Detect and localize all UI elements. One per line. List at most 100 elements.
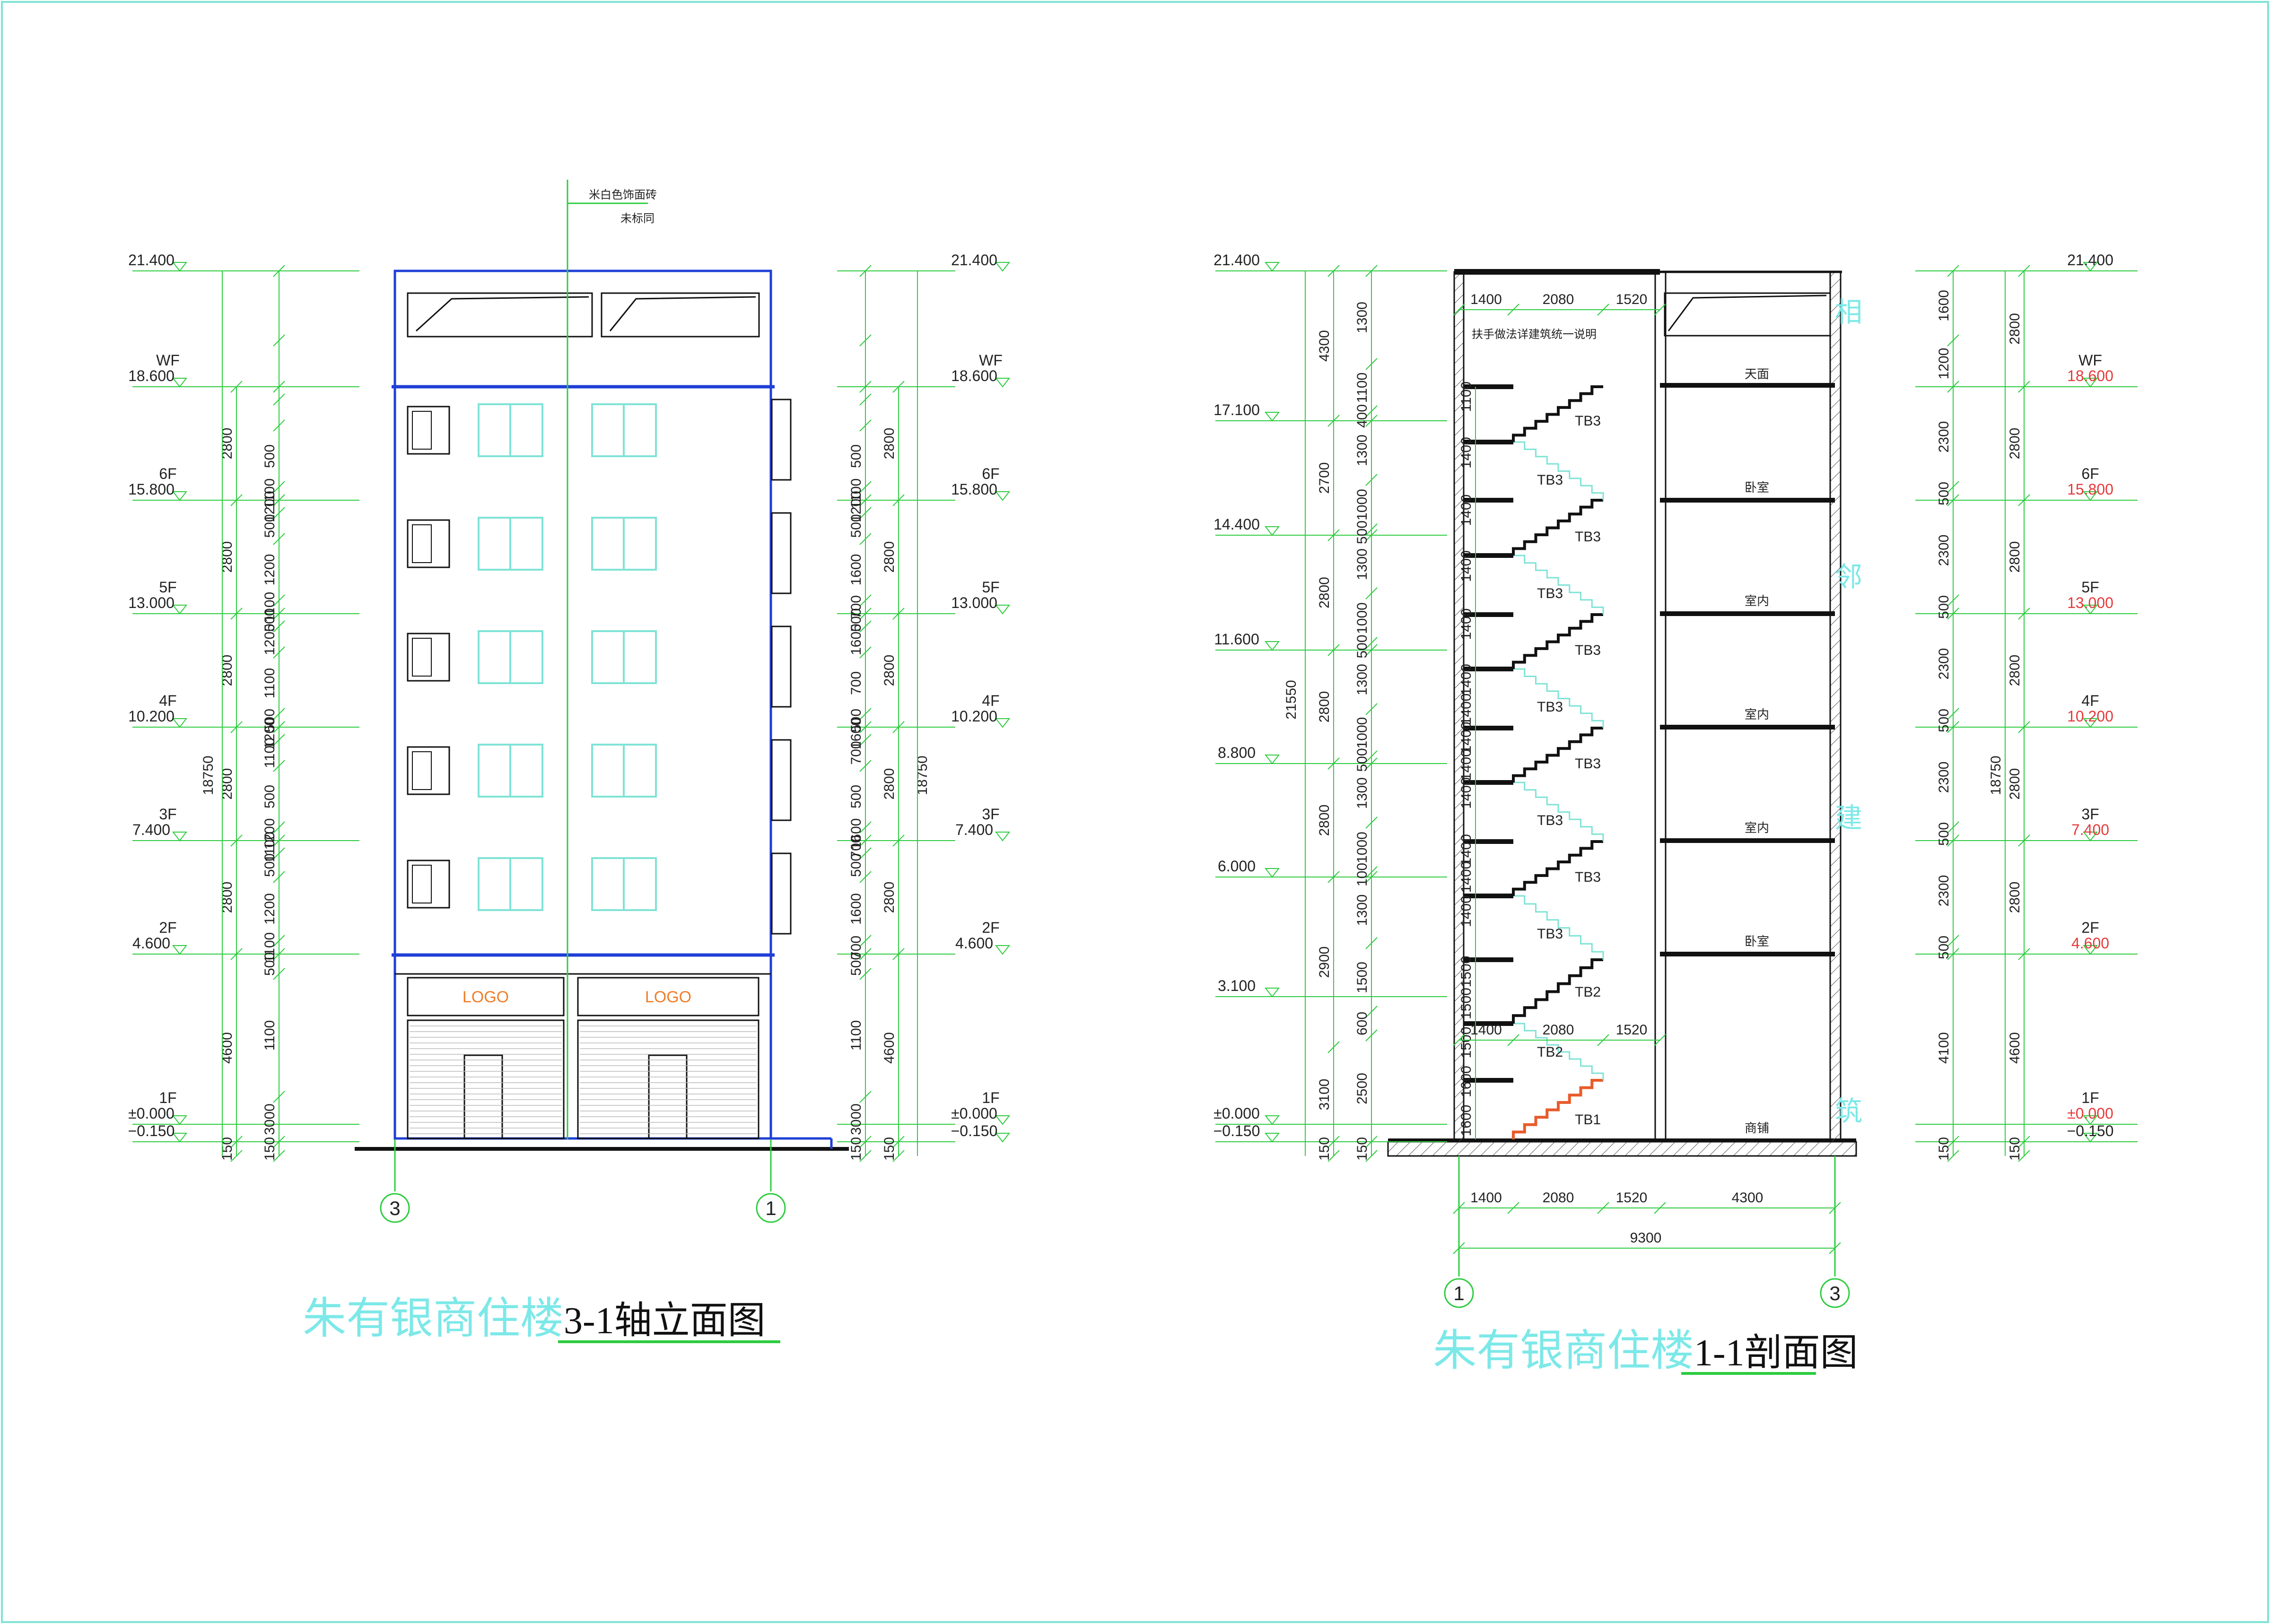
dim-label: 1600 xyxy=(848,718,864,749)
material-note-sub: 未标同 xyxy=(620,212,655,225)
level-name: 6F xyxy=(2081,465,2099,482)
dim-label: 1600 xyxy=(848,624,864,655)
level-name: 1F xyxy=(159,1089,176,1106)
level-name: 1F xyxy=(982,1089,999,1106)
dim-label: 1200 xyxy=(1936,348,1952,380)
dim-label: 1300 xyxy=(1354,434,1370,466)
level-value: 14.400 xyxy=(1214,516,1260,533)
room-label: 天面 xyxy=(1745,367,1769,381)
level-name: 2F xyxy=(982,919,999,936)
dim-label: 1600 xyxy=(1458,1105,1474,1137)
level-name: WF xyxy=(156,352,180,369)
stair-flight xyxy=(1512,499,1603,556)
svg-text:3: 3 xyxy=(1829,1282,1840,1304)
dim-label: 2800 xyxy=(2007,541,2023,573)
dim-label: 150 xyxy=(1936,1137,1952,1161)
level-name: 4F xyxy=(982,692,999,709)
total-dim: 9300 xyxy=(1630,1230,1662,1246)
dim-label: 150 xyxy=(848,1137,864,1161)
dim-label: 2300 xyxy=(1936,762,1952,793)
dim-label: 2800 xyxy=(2007,882,2023,913)
dim-label: 1400 xyxy=(1458,834,1474,866)
dim-label: 100 xyxy=(1354,863,1370,886)
dim-label: 500 xyxy=(848,853,864,877)
dim-label: 500 xyxy=(848,444,864,468)
dim-label: 2300 xyxy=(1936,648,1952,680)
dim-label: 4300 xyxy=(1732,1190,1764,1206)
dim-label: 1200 xyxy=(262,624,278,655)
neighbor-char-1: 相 xyxy=(1835,297,1862,328)
dim-label: 1400 xyxy=(1458,861,1474,893)
dim-label: 150 xyxy=(882,1137,897,1161)
dim-label: 500 xyxy=(848,514,864,538)
dim-label: 1300 xyxy=(1354,548,1370,580)
dim-label: 700 xyxy=(848,936,864,959)
dim-label: 2800 xyxy=(219,768,235,800)
mid-wall xyxy=(1654,271,1667,1143)
dim-label: 1100 xyxy=(262,478,278,509)
level-value: 8.800 xyxy=(1218,744,1256,761)
dim-label: 1520 xyxy=(1616,1190,1648,1206)
level-name: WF xyxy=(979,352,1003,369)
stair-tag: TB2 xyxy=(1537,1044,1563,1060)
total-dim: 21550 xyxy=(1283,680,1299,719)
level-value: −0.150 xyxy=(1214,1122,1260,1139)
level-value: 21.400 xyxy=(1214,252,1260,269)
level-name: 6F xyxy=(982,465,999,482)
dim-label: 500 xyxy=(1354,634,1370,658)
dim-label: 2800 xyxy=(1317,577,1332,608)
dim-label: 500 xyxy=(262,709,278,732)
stair-tag: TB3 xyxy=(1537,926,1563,942)
dim-label: 1200 xyxy=(262,718,278,749)
dim-label: 1100 xyxy=(1354,373,1370,403)
dim-label: 4100 xyxy=(1936,1032,1952,1064)
dim-label: 1100 xyxy=(262,1020,278,1051)
dim-label: 700 xyxy=(848,595,864,619)
stair-window xyxy=(407,406,450,455)
level-value: 18.600 xyxy=(128,367,175,384)
dim-label: 2080 xyxy=(1543,1022,1574,1038)
dim-label: 150 xyxy=(262,1137,278,1161)
dim-label: 2300 xyxy=(1936,875,1952,907)
shopfronts xyxy=(407,977,760,1139)
dim-label: 150 xyxy=(1317,1137,1332,1161)
level-name: 5F xyxy=(982,579,999,596)
dim-label: 1100 xyxy=(262,832,278,862)
level-value: 18.600 xyxy=(951,367,997,384)
dim-label: 1500 xyxy=(1458,1027,1474,1059)
level-name: 5F xyxy=(159,579,176,596)
stair-flight xyxy=(1513,668,1604,728)
stair-tag: TB3 xyxy=(1575,413,1601,429)
dim-label: 1400 xyxy=(1458,495,1474,526)
dim-label: 400 xyxy=(1354,404,1370,428)
dim-label: 500 xyxy=(1936,709,1952,732)
level-name: 2F xyxy=(2081,919,2099,936)
dim-label: 1400 xyxy=(1458,664,1474,695)
neighbor-char-2: 邻 xyxy=(1835,562,1862,592)
level-value: 13.000 xyxy=(128,594,175,611)
dim-label: 1100 xyxy=(848,478,864,509)
stair-window xyxy=(407,519,450,568)
dim-label: 700 xyxy=(848,741,864,764)
dim-label: 1000 xyxy=(1354,602,1370,634)
svg-text:1: 1 xyxy=(1453,1282,1464,1304)
dim-label: 150 xyxy=(1354,1137,1370,1161)
grid-bubble-1 xyxy=(1444,1278,1474,1308)
section-title: 朱有银商住楼1-1剖面图 xyxy=(1433,1327,1858,1375)
dim-label: 2800 xyxy=(2007,768,2023,800)
dim-label: 500 xyxy=(1354,748,1370,772)
dim-label: 150 xyxy=(2007,1137,2023,1161)
level-value: ±0.000 xyxy=(2067,1105,2113,1122)
dim-label: 2800 xyxy=(219,655,235,686)
dim-label: 2800 xyxy=(882,768,897,800)
dim-label: 500 xyxy=(262,853,278,877)
dim-label: 1520 xyxy=(1616,292,1648,307)
stair-tag: TB2 xyxy=(1575,984,1601,1000)
dim-label: 700 xyxy=(848,671,864,695)
dim-label: 1100 xyxy=(262,932,278,963)
total-dim: 18750 xyxy=(201,756,216,795)
stair-tag: TB3 xyxy=(1575,756,1601,772)
level-value: ±0.000 xyxy=(1214,1105,1260,1122)
